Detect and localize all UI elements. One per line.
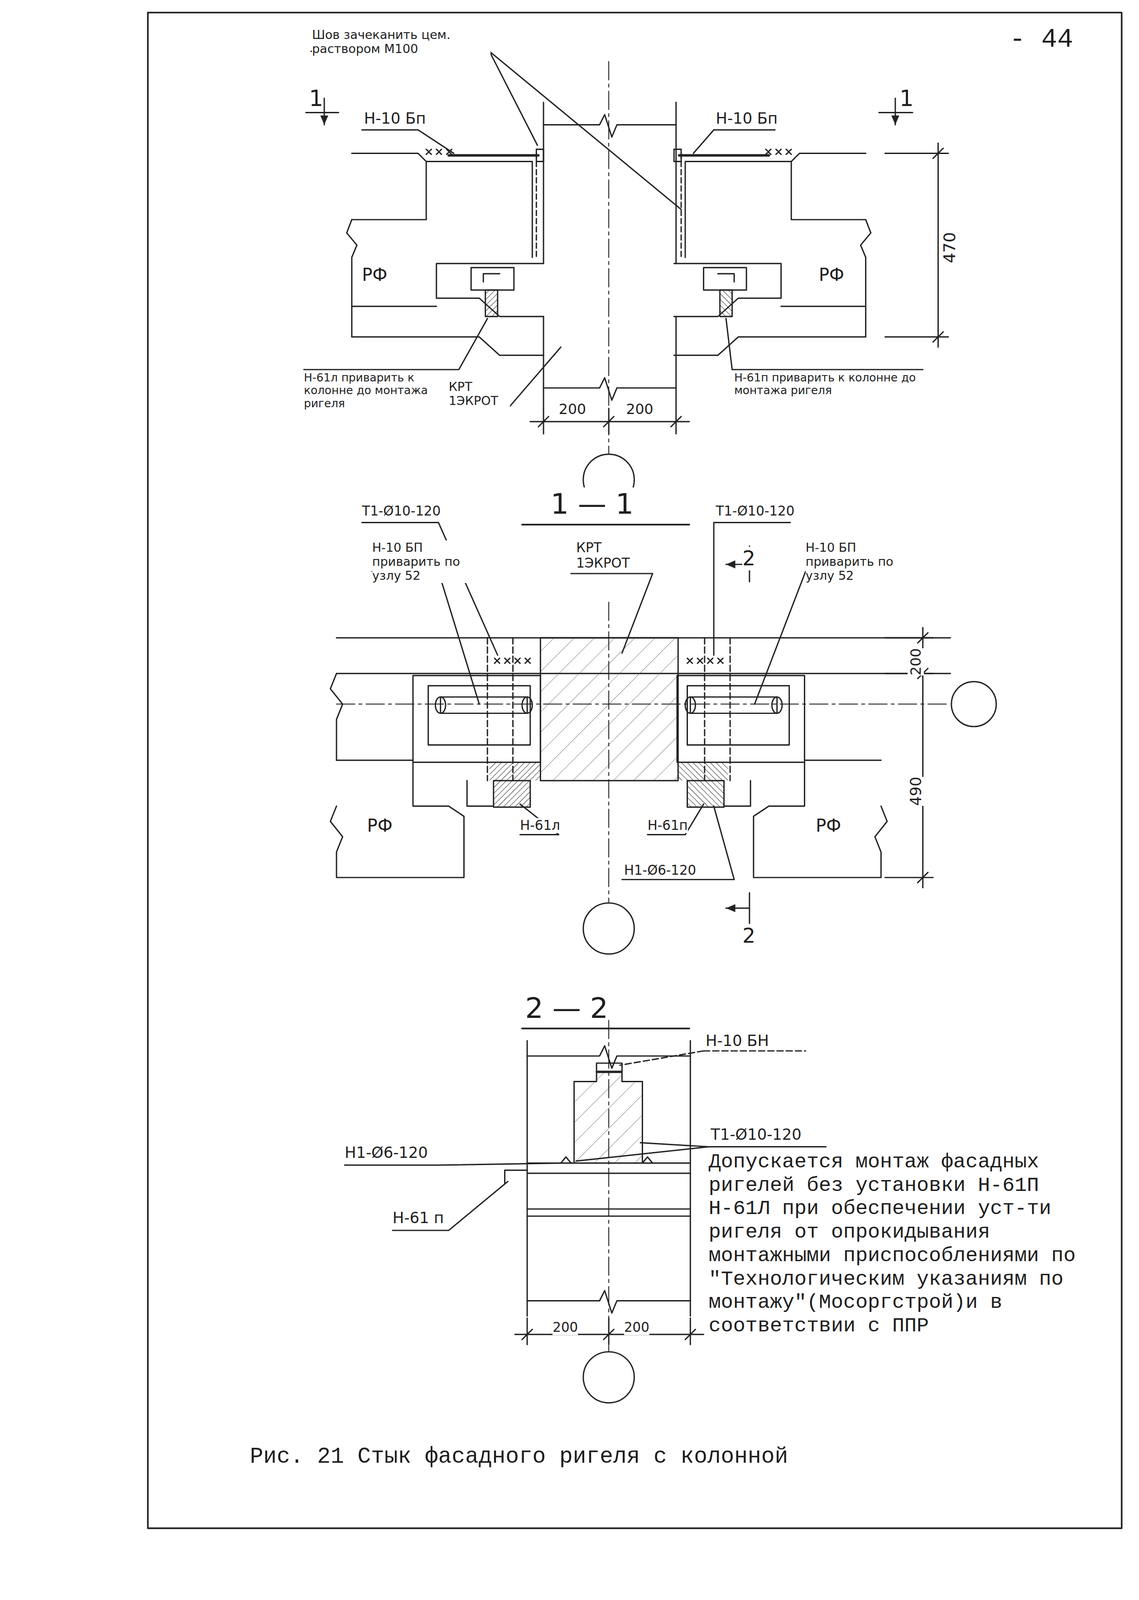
dimension: 200 (552, 1319, 578, 1336)
part-label: Н-10 Бп (364, 110, 427, 128)
section-mark: 2 (742, 546, 756, 571)
part-label: Н-61л приварить к колонне до монтажа риг… (303, 371, 467, 410)
part-label: Н-10 БП приварить по узлу 52 (372, 540, 470, 583)
section-mark: 1 (308, 85, 324, 112)
part-label: Н-61л (519, 817, 561, 834)
sheet-frame (147, 12, 1122, 1529)
section-title: 2 — 2 (525, 991, 609, 1025)
dimension: 470 (940, 231, 959, 264)
part-label: Н-61п (647, 817, 688, 834)
section-title: 1 — 1 (550, 487, 634, 521)
part-label: Н-10 Бп (716, 110, 779, 128)
element-mark: РФ (815, 815, 842, 836)
section-mark: 2 (742, 923, 756, 948)
part-label: Н-61 п (392, 1209, 444, 1227)
element-mark: КРТ 1ЭКРОТ (448, 379, 510, 408)
element-mark: РФ (367, 815, 393, 836)
rebar-label: Н1-Ø6-120 (624, 862, 697, 879)
page-number: - 44 (1009, 24, 1074, 55)
figure-caption: Рис. 21 Стык фасадного ригеля с колонной (249, 1443, 789, 1470)
part-label: Н-10 БП приварить по узлу 52 (805, 540, 908, 583)
dimension: 200 (625, 400, 654, 418)
dimension: 200 (624, 1319, 650, 1336)
section-1-1 (330, 522, 997, 954)
dimension: 200 (558, 400, 587, 418)
dimension: 200 (907, 647, 924, 675)
rebar-label: Т1-Ø10-120 (710, 1125, 802, 1144)
dimension: 490 (907, 776, 926, 806)
element-mark: КРТ 1ЭКРОТ (576, 540, 653, 571)
note-label: Шов зачеканить цем. раствором М100 (312, 27, 491, 56)
section-mark: 1 (899, 85, 914, 112)
element-mark: РФ (818, 264, 845, 285)
rebar-label: Т1-Ø10-120 (716, 503, 795, 520)
element-mark: РФ (361, 264, 388, 285)
rebar-label: Т1-Ø10-120 (361, 503, 441, 520)
rebar-label: Н1-Ø6-120 (344, 1143, 428, 1162)
note-text: Допускается монтаж фасадных ригелей без … (708, 1150, 1097, 1338)
part-label: Н-10 БН (705, 1032, 769, 1050)
part-label: Н-61п приварить к колонне до монтажа риг… (734, 371, 928, 398)
plan-view (303, 51, 949, 505)
